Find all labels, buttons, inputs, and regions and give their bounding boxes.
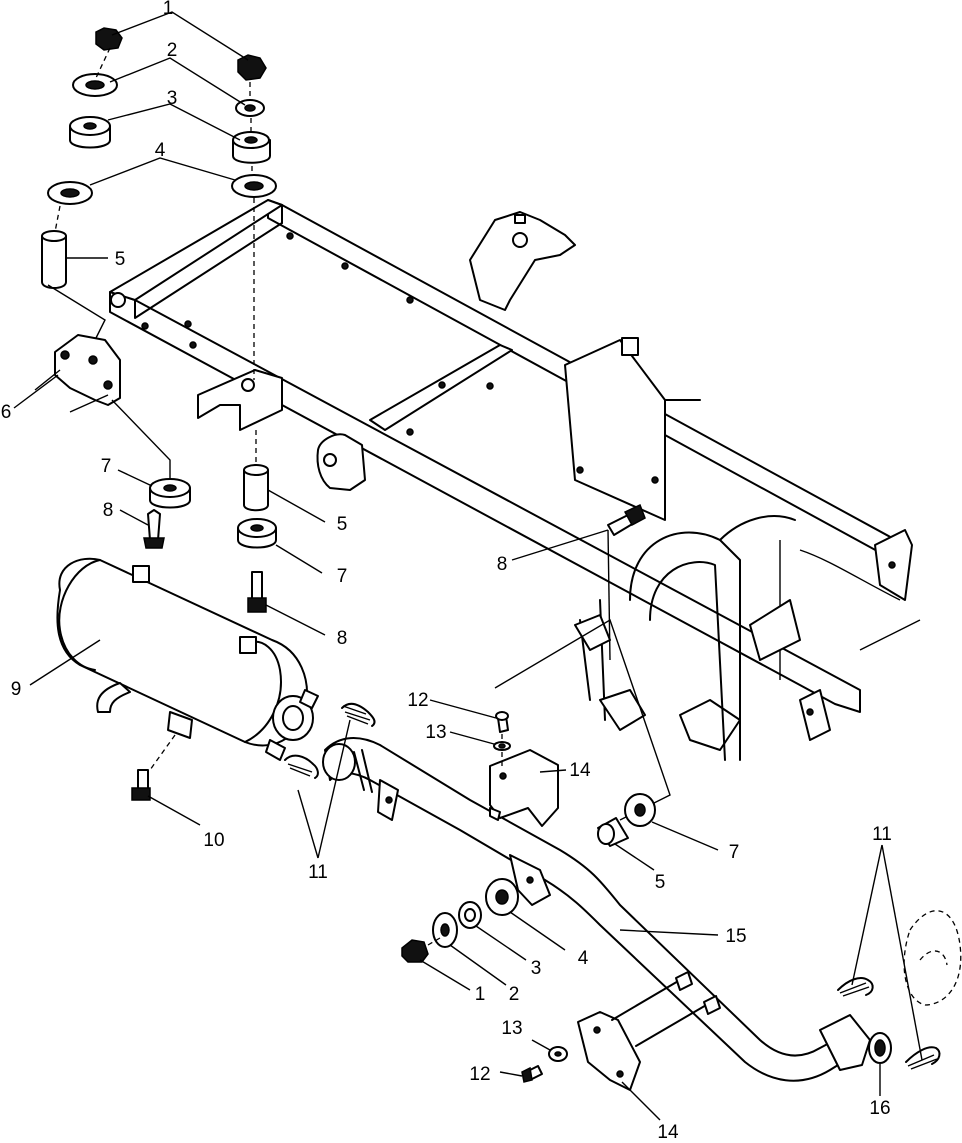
callout-3: 3 <box>167 88 178 109</box>
muffler-bolt <box>131 769 151 801</box>
callout-1-lower: 1 <box>475 984 486 1005</box>
callout-7-center: 7 <box>337 566 348 587</box>
callout-9: 9 <box>11 679 22 700</box>
callout-4-lower: 4 <box>578 948 589 969</box>
frame-bolt <box>607 503 646 536</box>
callout-14-lower: 14 <box>657 1122 679 1143</box>
callout-5-center: 5 <box>337 514 348 535</box>
callout-8-frame: 8 <box>497 554 508 575</box>
muffler <box>56 557 319 771</box>
callout-15: 15 <box>725 926 746 947</box>
mounting-bracket <box>54 334 171 480</box>
callout-12-upper: 12 <box>407 690 428 711</box>
left-grommet <box>149 478 191 509</box>
center-hardware-stack <box>237 430 277 613</box>
vehicle-frame <box>109 199 921 821</box>
callout-1: 1 <box>163 0 174 19</box>
callout-14-upper: 14 <box>569 760 591 781</box>
upper-hanger-bracket <box>489 711 559 827</box>
lower-hardware-stack <box>401 878 519 963</box>
leader-lines <box>13 11 923 1121</box>
callout-11-left: 11 <box>308 862 328 883</box>
upper-left-hardware-stack <box>41 27 123 341</box>
callout-16: 16 <box>869 1098 890 1119</box>
callout-12-lower: 12 <box>469 1064 490 1085</box>
lower-hanger-bracket <box>521 971 721 1091</box>
callout-2: 2 <box>167 40 178 61</box>
callout-11-right: 11 <box>872 824 892 845</box>
exhaust-pipe <box>322 737 962 1082</box>
callout-13-upper: 13 <box>425 722 446 743</box>
pipe-sleeve-grommet <box>597 793 656 847</box>
callout-4: 4 <box>155 140 166 161</box>
callout-8-center: 8 <box>337 628 348 649</box>
callout-5-right: 5 <box>655 872 666 893</box>
callout-7-left: 7 <box>101 456 112 477</box>
callout-3-lower: 3 <box>531 958 542 979</box>
right-springs <box>837 977 941 1070</box>
callout-6: 6 <box>1 402 12 423</box>
callout-labels: 1 2 3 4 5 6 7 8 5 7 8 8 9 10 11 12 13 14… <box>1 0 892 1143</box>
callout-10: 10 <box>203 830 224 851</box>
left-springs <box>284 702 376 779</box>
callout-7-right: 7 <box>729 842 740 863</box>
callout-8-left: 8 <box>103 500 114 521</box>
left-bolt <box>143 509 165 549</box>
callout-2-lower: 2 <box>509 984 520 1005</box>
callout-5-upper: 5 <box>115 249 126 270</box>
callout-13-lower: 13 <box>501 1018 522 1039</box>
